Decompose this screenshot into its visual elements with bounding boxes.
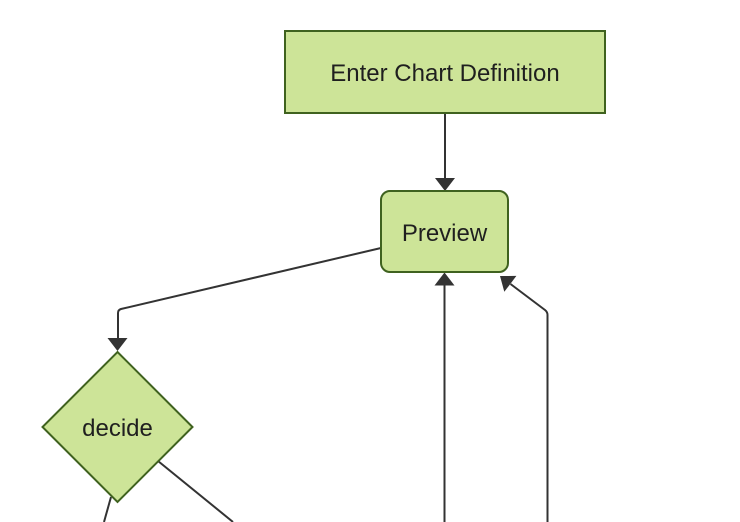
- arrowhead-into-preview-bottom-right-icon: [500, 275, 517, 292]
- arrowhead-into-preview-top-icon: [435, 178, 455, 191]
- node-enter-chart-definition-label: Enter Chart Definition: [330, 60, 559, 87]
- node-preview-shape: [380, 190, 509, 273]
- arrowhead-into-preview-bottom-icon: [434, 272, 455, 286]
- edge-decide-to-offscreen-left: [103, 496, 112, 522]
- edge-offscreen-to-preview-corner: [509, 283, 549, 522]
- node-decide-shape: [41, 350, 194, 504]
- node-decide-label: decide: [82, 415, 153, 442]
- edge-preview-to-decide: [117, 247, 382, 340]
- edge-decide-to-offscreen-right: [157, 460, 234, 522]
- node-preview-label: Preview: [402, 220, 488, 247]
- node-enter-chart-definition-shape: [284, 30, 606, 114]
- arrowhead-into-decide-icon: [107, 338, 128, 351]
